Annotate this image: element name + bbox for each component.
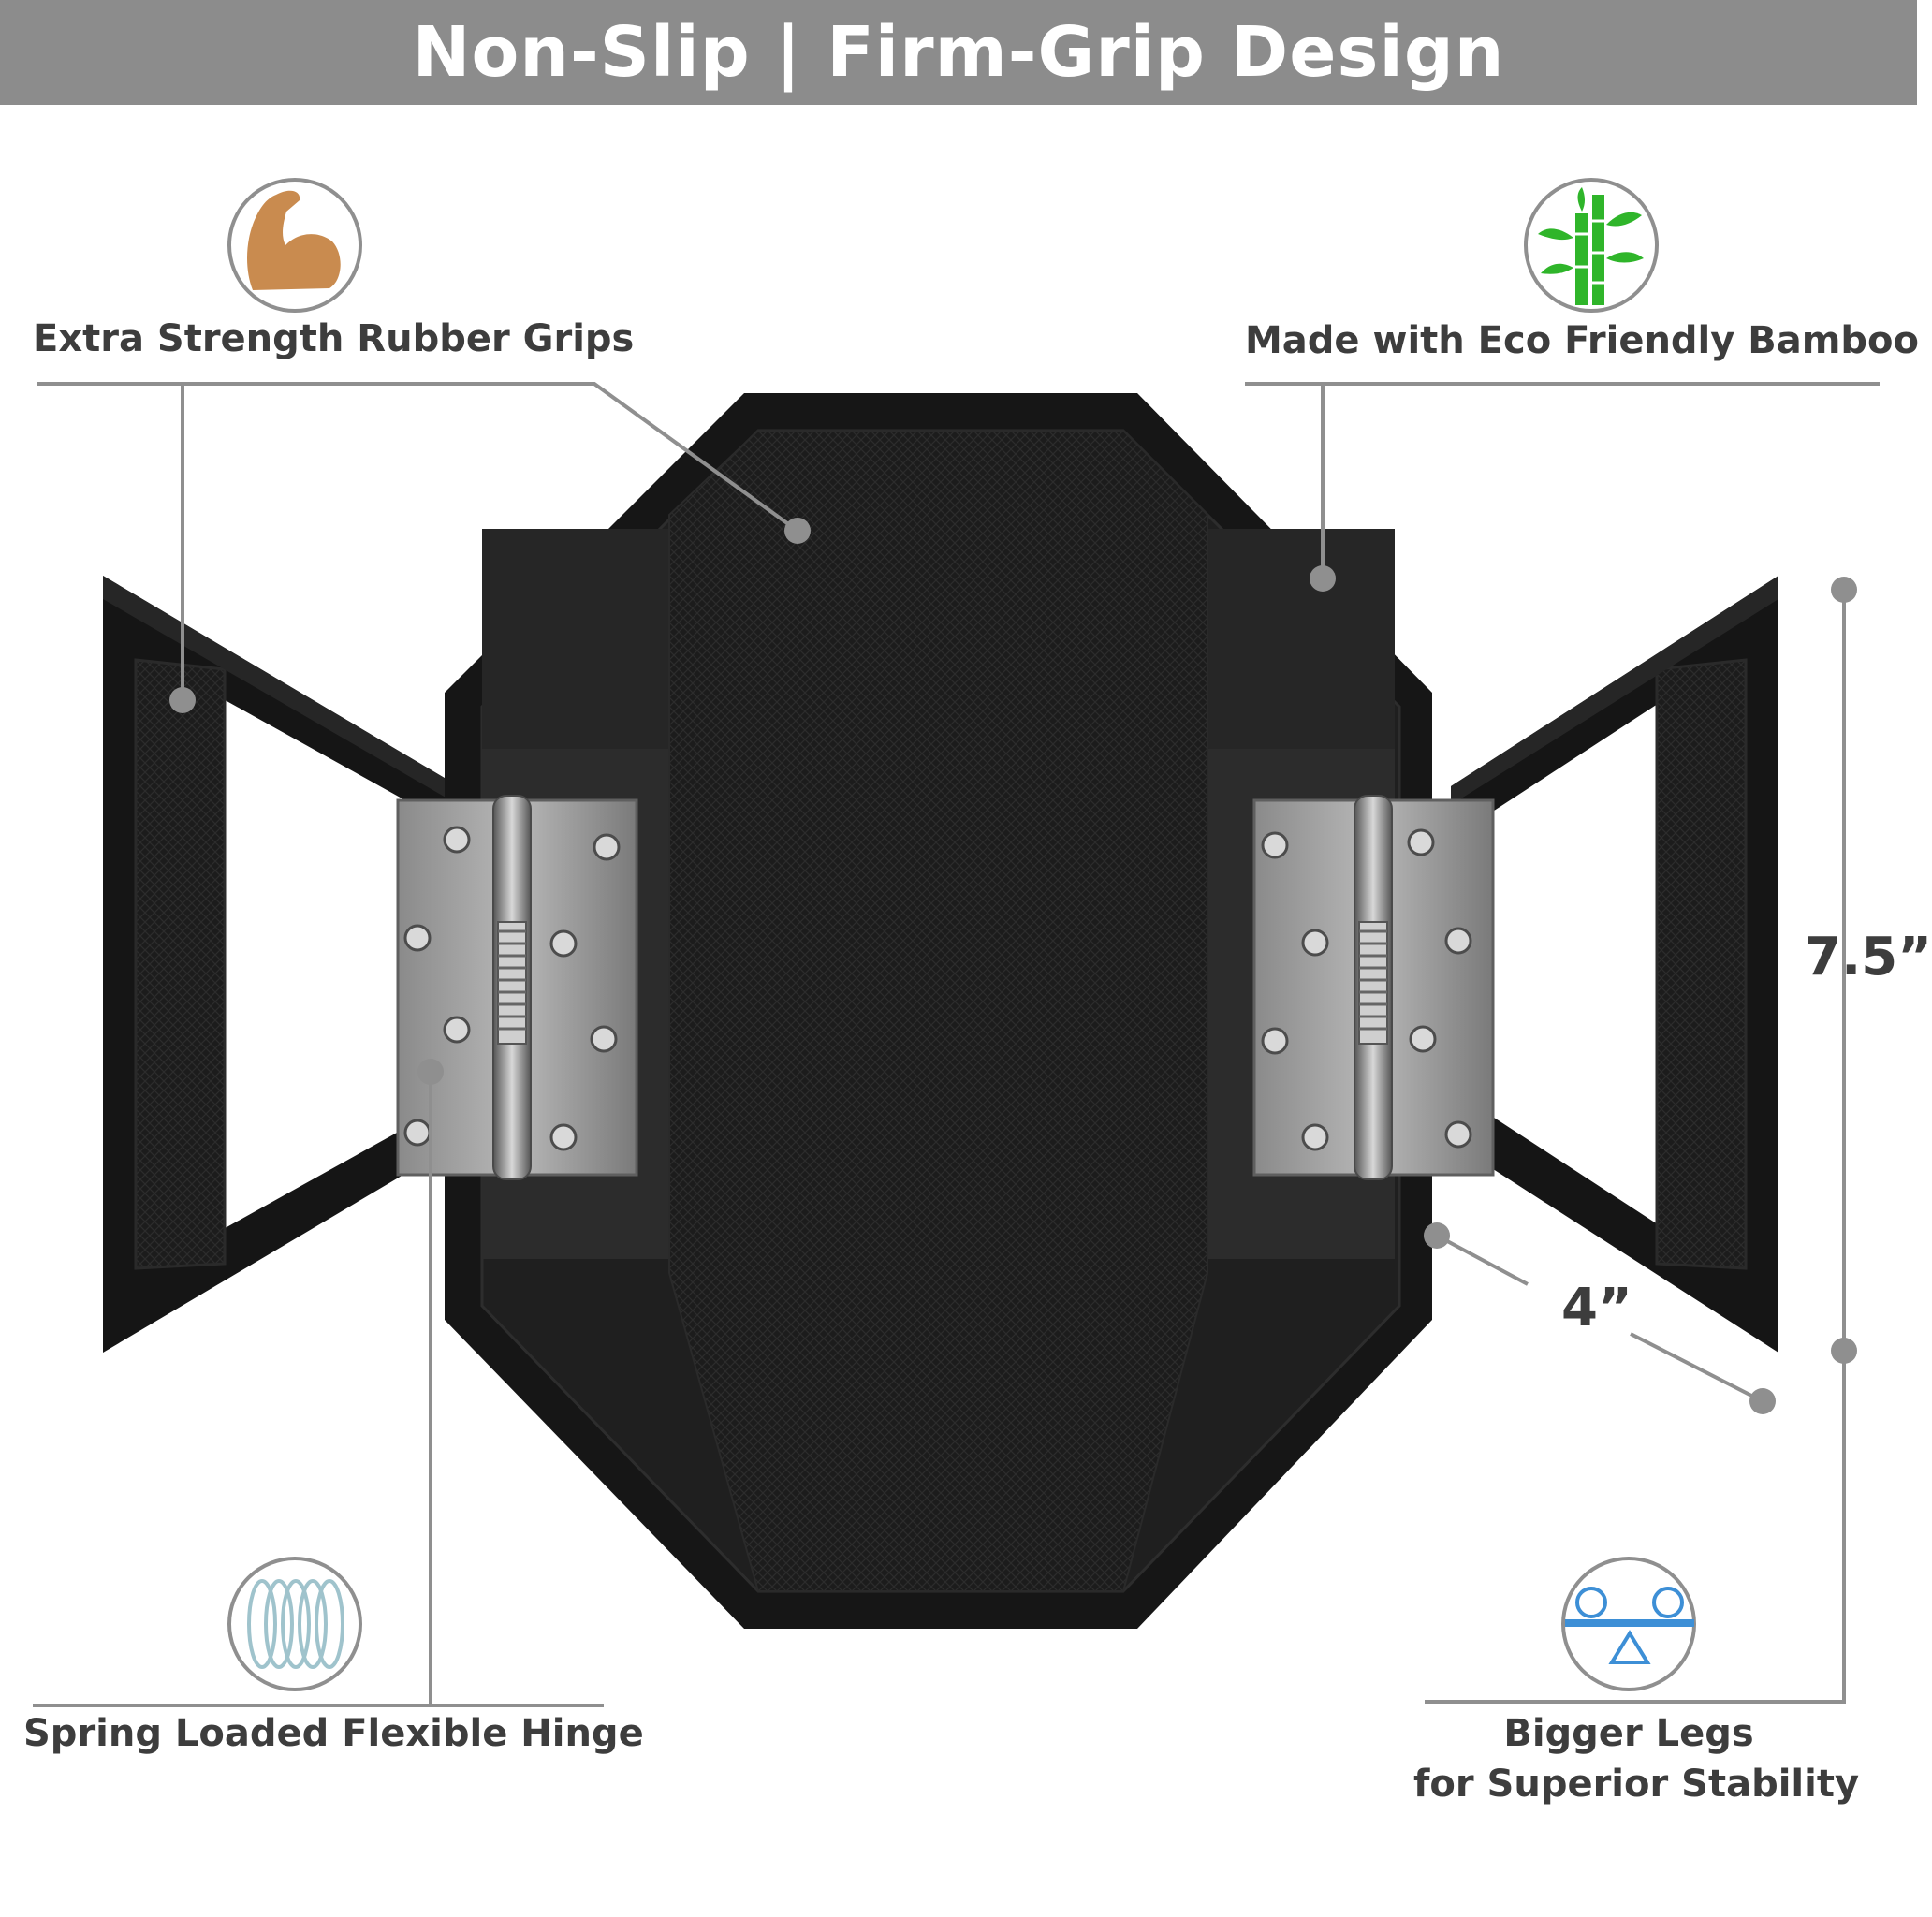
header-banner: Non-Slip | Firm-Grip Design — [0, 0, 1917, 105]
feature-hinge-label: Spring Loaded Flexible Hinge — [23, 1712, 644, 1755]
height-dimension-label: 7.5” — [1805, 927, 1932, 988]
bamboo-icon — [1524, 178, 1659, 313]
flexed-arm-icon — [227, 178, 362, 313]
callout-dots — [169, 518, 1857, 1414]
right-leg — [1451, 576, 1778, 1353]
left-hinge — [396, 795, 638, 1180]
feature-legs-line2: for Superior Stability — [1413, 1763, 1860, 1806]
callout-lines — [33, 382, 1880, 1707]
feature-rubber-grips-label: Extra Strength Rubber Grips — [33, 317, 635, 360]
page-title: Non-Slip | Firm-Grip Design — [412, 12, 1505, 93]
left-leg — [103, 576, 459, 1353]
rubber-grip-pad — [668, 430, 1208, 1592]
right-hinge — [1252, 795, 1495, 1180]
feature-bamboo-label: Made with Eco Friendly Bamboo — [1245, 319, 1920, 362]
feature-legs-line1: Bigger Legs — [1503, 1712, 1754, 1755]
feature-legs-label: Bigger Legs for Superior Stability — [1413, 1712, 1860, 1806]
leg-width-dimension-label: 4” — [1561, 1278, 1632, 1339]
spring-coil-icon — [227, 1557, 362, 1691]
balance-scale-icon — [1561, 1557, 1696, 1691]
